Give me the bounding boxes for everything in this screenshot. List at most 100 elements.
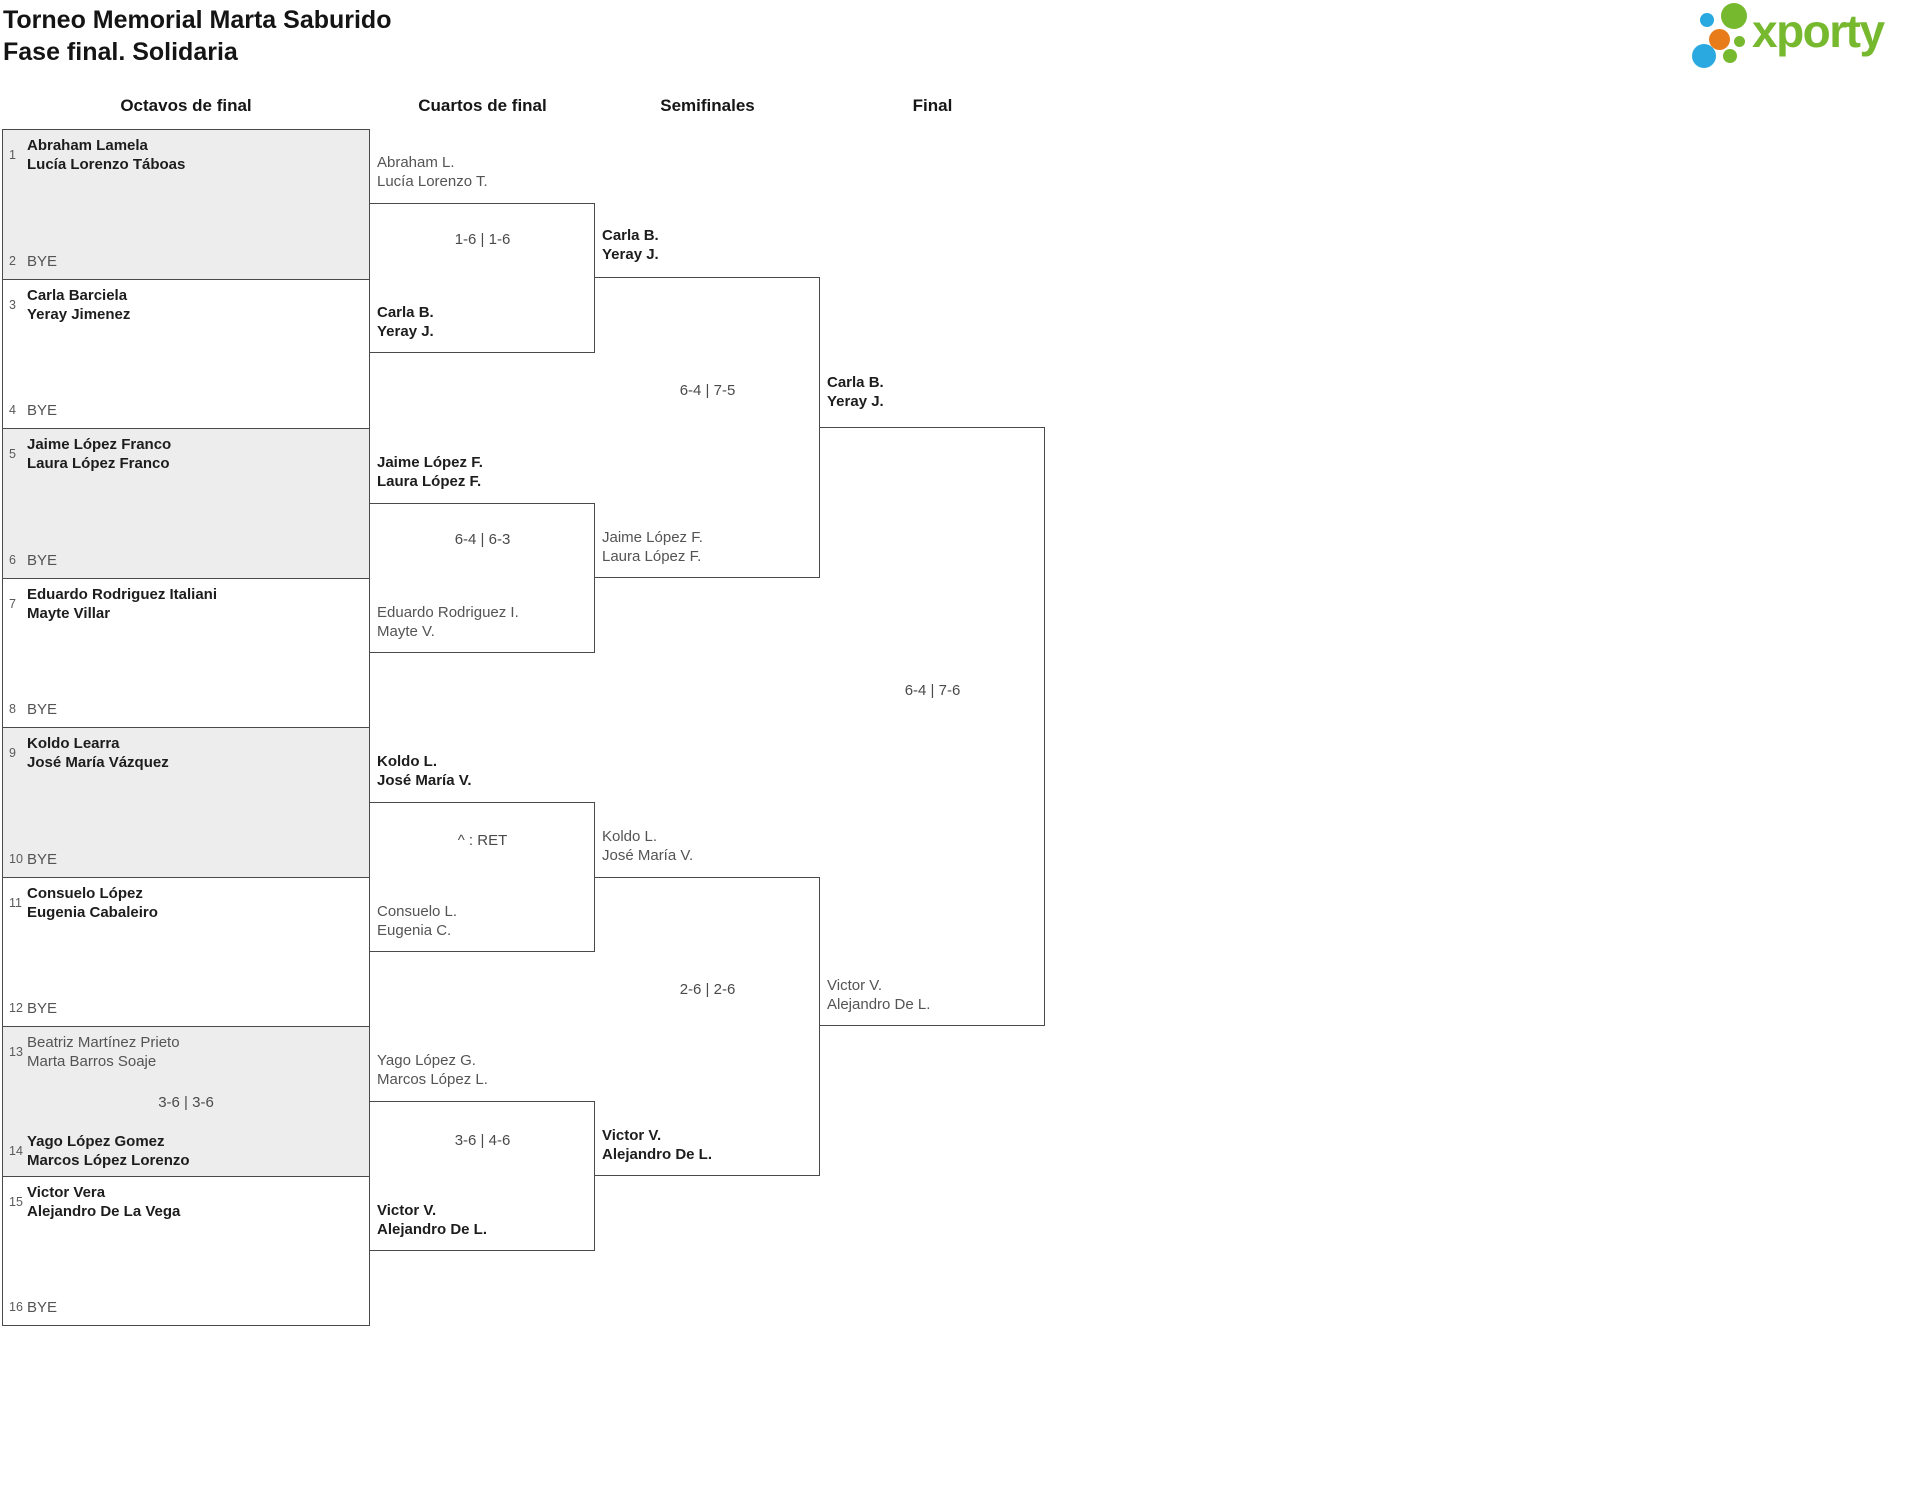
name-line: Abraham Lamela	[27, 137, 148, 154]
xporty-logo[interactable]: xporty	[1690, 0, 1915, 72]
team-entry: 4 BYE	[9, 401, 365, 420]
name-line: Eduardo Rodriguez Italiani	[27, 586, 218, 603]
logo-dot-green-small	[1734, 36, 1745, 47]
phase-subtitle: Fase final. Solidaria	[3, 38, 238, 66]
name-line: Laura López Franco	[27, 455, 170, 472]
tournament-title: Torneo Memorial Marta Saburido	[3, 6, 392, 34]
name-line: BYE	[27, 253, 58, 270]
team-entry: 2 BYE	[9, 252, 365, 271]
name-line: José María Vázquez	[27, 754, 169, 771]
name-line: Yeray J.	[377, 323, 434, 340]
name-line: Koldo L.	[377, 753, 437, 770]
team-names: BYE	[27, 551, 365, 570]
seed-number: 13	[9, 1044, 23, 1059]
team-entry: Jaime López F.Laura López F.	[602, 528, 821, 566]
name-line: Yago López G.	[377, 1052, 476, 1069]
name-line: Marcos López L.	[377, 1071, 488, 1088]
team-entry: Consuelo L. Eugenia C.	[377, 902, 596, 940]
seed-number: 12	[9, 1001, 23, 1015]
name-line: Abraham L.	[377, 154, 455, 171]
name-line: José María V.	[602, 847, 694, 864]
seed-number: 16	[9, 1300, 23, 1314]
team-entry: Eduardo Rodriguez I.Mayte V.	[377, 603, 596, 641]
team-entry: Victor V.Alejandro De L.	[602, 1126, 821, 1164]
seed-number: 6	[9, 553, 16, 567]
match-score: 6-4 | 6-3	[454, 531, 511, 548]
round-header-final: Final	[912, 96, 953, 115]
name-line: Victor V.	[602, 1127, 662, 1144]
logo-dot-green-bottom	[1723, 49, 1737, 63]
name-line: BYE	[27, 1000, 58, 1017]
name-line: Mayte Villar	[27, 605, 111, 622]
team-entry: Carla B. Yeray J.	[377, 303, 596, 341]
team-entry: Yago López G. Marcos López L.	[377, 1051, 596, 1089]
name-line: Lucía Lorenzo Táboas	[27, 156, 186, 173]
seed-number: 5	[9, 446, 16, 461]
team-entry: Carla B.Yeray J.	[602, 226, 821, 264]
team-names: BYE	[27, 999, 365, 1018]
team-names: BYE	[27, 1298, 365, 1317]
name-line: Koldo L.	[602, 828, 658, 845]
team-entry: Victor V.Alejandro De L.	[827, 976, 1046, 1014]
sf-match-2-box	[594, 877, 820, 1176]
name-line: Laura López F.	[377, 473, 482, 490]
team-entry: 16 BYE	[9, 1298, 365, 1317]
name-line: Laura López F.	[602, 548, 702, 565]
name-line: Consuelo L.	[377, 903, 458, 920]
name-line: Alejandro De L.	[377, 1221, 488, 1238]
name-line: José María V.	[377, 772, 472, 789]
name-line: Jaime López F.	[377, 454, 483, 471]
seed-number: 9	[9, 745, 16, 760]
name-line: Lucía Lorenzo T.	[377, 173, 488, 190]
team-entry: Jaime López F. Laura López F.	[377, 453, 596, 491]
team-entry: 6 BYE	[9, 551, 365, 570]
match-score: 1-6 | 1-6	[454, 231, 511, 248]
logo-wordmark: xporty	[1752, 5, 1885, 57]
team-names: BYE	[27, 700, 365, 719]
name-line: Carla B.	[602, 227, 659, 244]
round-header-octavos: Octavos de final	[120, 96, 252, 115]
name-line: Marta Barros Soaje	[27, 1053, 157, 1070]
qf-match-1-box	[369, 203, 595, 353]
team-entry: 12 BYE	[9, 999, 365, 1018]
name-line: BYE	[27, 1299, 58, 1316]
team-entry: 8 BYE	[9, 700, 365, 719]
match-score: 6-4 | 7-6	[904, 682, 961, 699]
team-names: BYE	[27, 850, 365, 869]
name-line: Carla Barciela	[27, 287, 128, 304]
name-line: Yeray Jimenez	[27, 306, 131, 323]
seed-number: 3	[9, 297, 16, 312]
name-line: Eduardo Rodriguez I.	[377, 604, 519, 621]
team-entry: Abraham L. Lucía Lorenzo T.	[377, 153, 596, 191]
team-names: BYE	[27, 401, 365, 420]
name-line: Carla B.	[827, 374, 884, 391]
logo-dot-green-large	[1721, 3, 1747, 29]
name-line: Carla B.	[377, 304, 434, 321]
logo-dot-orange	[1709, 29, 1730, 50]
final-match-box	[819, 427, 1045, 1026]
name-line: Yago López Gomez	[27, 1133, 165, 1150]
name-line: Victor Vera	[27, 1184, 106, 1201]
seed-number: 8	[9, 702, 16, 716]
name-line: Consuelo López	[27, 885, 143, 902]
name-line: Koldo Learra	[27, 735, 120, 752]
name-line: Eugenia C.	[377, 922, 452, 939]
name-line: BYE	[27, 552, 58, 569]
